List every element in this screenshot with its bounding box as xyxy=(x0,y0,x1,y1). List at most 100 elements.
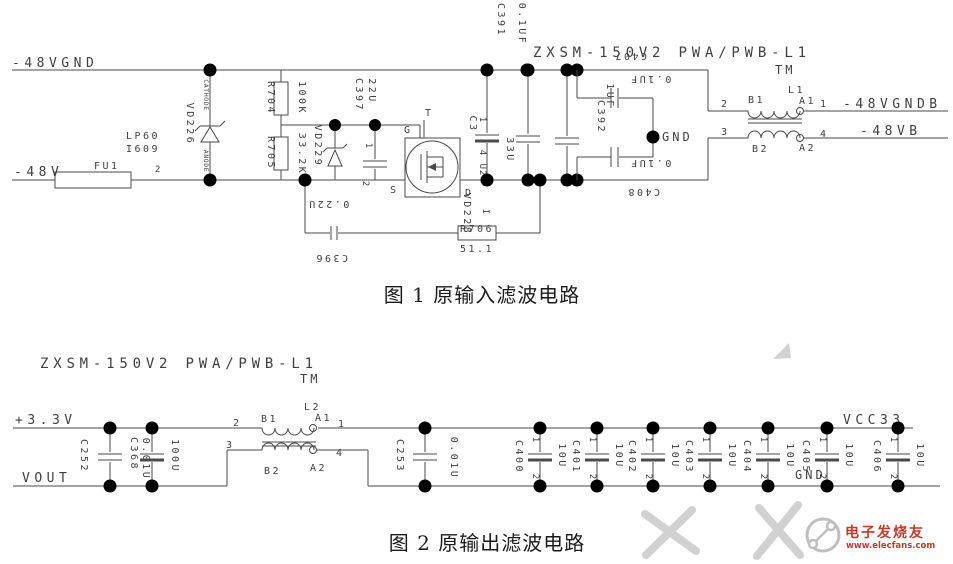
c405-pin1: 1 xyxy=(817,437,827,443)
c402-pin1: 1 xyxy=(643,437,653,443)
net-48vb-label: -48VB xyxy=(860,124,922,139)
capacitor-c396: 0.22U C396 xyxy=(307,198,350,263)
mosfet-source-label: S xyxy=(390,185,399,196)
c396-value-label: 0.22U xyxy=(307,198,350,209)
fu1-pin2-label: 2 xyxy=(155,165,161,175)
gnd-tap: GND xyxy=(646,98,690,157)
watermark-cross-1 xyxy=(641,506,700,559)
l1-pin4-label: 4 xyxy=(820,129,829,140)
r704-ref-label: R704 xyxy=(265,81,276,115)
mosfet-vd228: G S D T VD228 I xyxy=(390,108,490,235)
c408-ref-label: C408 xyxy=(626,186,660,197)
c392-ref-label: C392 xyxy=(595,100,606,134)
l1-b1-label: B1 xyxy=(748,95,765,106)
vd226-cathode-label: CATHODE xyxy=(202,79,210,111)
c401-value-label: 10U xyxy=(613,443,624,469)
fu1-ref-label: FU1 xyxy=(94,161,120,172)
fig2-title: ZXSM-150V2 PWA/PWB-L1 xyxy=(40,356,318,372)
capacitor-c401: 1 2 C401 10U xyxy=(570,421,624,493)
l1-a2-label: A2 xyxy=(799,143,816,154)
l1-pin2-label: 2 xyxy=(721,99,730,110)
watermark-cross-2 xyxy=(753,501,804,560)
c397-pin1-label: 1 xyxy=(363,143,373,149)
l2-pin4-label: 4 xyxy=(336,448,345,459)
l1-pin1-label: 1 xyxy=(820,99,829,110)
c400-value-label: 10U xyxy=(556,443,567,469)
c253-ref-label: C253 xyxy=(394,439,405,473)
c3-pin1-label: 1 xyxy=(477,117,487,123)
capacitor-c397: C397 22U 1 2 xyxy=(353,78,387,187)
net-3v3-label: +3.3V xyxy=(15,413,77,428)
resistor-r706: R706 51.1 xyxy=(457,224,497,255)
zener-vd229: VD229 xyxy=(312,119,348,180)
r705-ref-label: R705 xyxy=(265,136,276,170)
capacitor-c252: C252 xyxy=(78,421,122,493)
c392-value-label: 1UF xyxy=(604,83,615,109)
capacitor-c368-bulk: C368 0.01U 100U xyxy=(128,421,180,493)
c406-ref-label: C406 xyxy=(871,440,882,474)
net-48vgnd-label: -48VGND xyxy=(12,56,98,71)
capacitor-c402: 1 2 C402 10U xyxy=(626,421,680,493)
mosfet-ref-label: VD228 xyxy=(461,193,472,236)
c408-value-label: 0.1UF xyxy=(629,157,672,168)
c407-value-label: 0.1UF xyxy=(629,73,672,84)
l2-ref-label: L2 xyxy=(304,402,321,413)
c253-value-label: 0.01U xyxy=(448,437,459,480)
c405-pin2: 2 xyxy=(817,474,827,480)
junction-dot xyxy=(298,173,312,187)
watermark-site: www.elecfans.com xyxy=(846,541,935,551)
l2-pin2-label: 2 xyxy=(233,418,242,429)
c368-ref-label: C368 xyxy=(128,437,139,471)
l2-b2-label: B2 xyxy=(264,466,281,477)
capacitor-c406: 1 2 C406 10U xyxy=(871,421,925,493)
net-vcc33-label: VCC33 xyxy=(843,413,905,428)
capacitor-c3-bulk: C3 1 4 U2 33U xyxy=(467,63,515,187)
mosfet-gate-label: G xyxy=(404,125,413,136)
c397-pin2-label: 2 xyxy=(360,181,370,187)
c3-value-label: 33U xyxy=(504,137,515,163)
c401-ref-label: C401 xyxy=(570,440,581,474)
capacitor-c404: 1 2 C404 10U xyxy=(741,421,795,493)
c252-ref-label: C252 xyxy=(78,439,89,473)
l2-pin1-label: 1 xyxy=(338,419,347,430)
c405-value-label: 10U xyxy=(843,443,854,469)
l2-b1-label: B1 xyxy=(261,414,278,425)
c400-ref-label: C400 xyxy=(513,440,524,474)
c3-frag-label: U2 xyxy=(477,164,487,177)
mosfet-drain-label: D xyxy=(465,188,474,199)
c404-pin1: 1 xyxy=(758,437,768,443)
c402-value-label: 10U xyxy=(669,443,680,469)
capacitor-c392: C392 1UF xyxy=(555,63,615,187)
watermark-triangle xyxy=(773,343,791,359)
capacitor-c407: C407 0.1UF xyxy=(576,50,672,108)
choke-l1: 2 B1 L1 A1 1 3 B2 A2 4 xyxy=(721,85,948,155)
c403-pin1: 1 xyxy=(700,437,710,443)
figure1-caption: 图 1 原输入滤波电路 xyxy=(384,283,580,307)
elecfans-logo-icon xyxy=(805,517,841,553)
net-48v-label: -48V xyxy=(14,165,63,180)
c403-pin2: 2 xyxy=(700,474,710,480)
r706-value-label: 51.1 xyxy=(460,244,494,255)
c406-value-label: 10U xyxy=(914,443,925,469)
net-48vgndb-label: -48VGNDB xyxy=(843,97,942,112)
l1-a1-label: A1 xyxy=(799,96,816,107)
c406-pin2: 2 xyxy=(888,474,898,480)
r704-value-label: 100K xyxy=(296,81,307,115)
net-vout-label: VOUT xyxy=(22,471,71,486)
figure2-output-filter: ZXSM-150V2 PWA/PWB-L1 TM +3.3V VOUT VCC3… xyxy=(13,356,940,493)
figure1-input-filter: -48VGND -48V FU1 2 LP60 I609 VD226 CATHO… xyxy=(12,3,948,263)
c400-pin2: 2 xyxy=(530,474,540,480)
vd229-ref-label: VD229 xyxy=(312,125,323,168)
resistor-r704: R704 100K xyxy=(265,70,307,125)
l1-ref-label: L1 xyxy=(788,85,805,96)
c407-ref-label: C407 xyxy=(613,50,647,61)
vd226-note2: I609 xyxy=(126,144,160,155)
l2-a2-label: A2 xyxy=(310,463,327,474)
c403-ref-label: C403 xyxy=(683,440,694,474)
bulk-100u-value-label: 100U xyxy=(169,439,180,473)
choke-l2: 2 3 B1 L2 A1 1 B2 A2 4 xyxy=(226,402,347,477)
watermark-shapes xyxy=(641,343,841,560)
c401-pin2: 2 xyxy=(587,474,597,480)
tvs-vd226: LP60 I609 VD226 CATHODE ANODE xyxy=(126,63,226,187)
c368-value-label: 0.01U xyxy=(140,438,151,481)
